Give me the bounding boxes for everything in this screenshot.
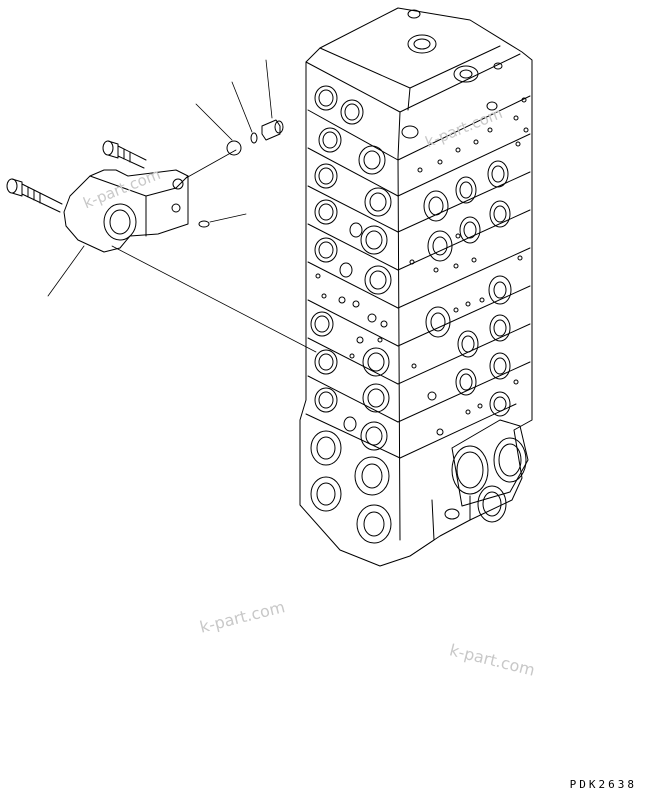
bolt-long: [6, 178, 63, 213]
valve-cover: [63, 169, 189, 253]
o-ring-part: [250, 132, 258, 144]
plug-part: [261, 119, 284, 141]
drawing-code: PDK2638: [569, 778, 637, 791]
end-cover-ports: [451, 419, 529, 523]
bolt-short: [102, 140, 147, 169]
left-face-ports: [310, 85, 392, 451]
control-valve-assembly: [299, 7, 533, 567]
bottom-body-ports: [310, 430, 471, 557]
leader-lines: [47, 59, 317, 353]
right-face-ports: [409, 97, 529, 436]
ball-part: [226, 140, 242, 156]
small-seal-part: [198, 220, 210, 228]
